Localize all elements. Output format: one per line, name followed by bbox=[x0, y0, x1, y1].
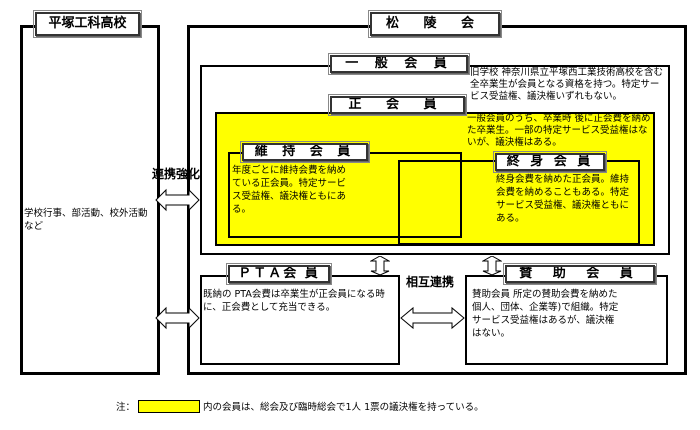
school-text: 学校行事、部活動、校外活動など bbox=[24, 208, 148, 232]
supporting-member-text: 賛助会員 所定の賛助会費を納めた個人、団体、企業等)で組織。特定サービス受益権は… bbox=[472, 289, 619, 339]
maintenance-member-box bbox=[228, 152, 462, 238]
note-yellow-swatch bbox=[138, 400, 200, 413]
regular-member-label: 正 会 員 bbox=[328, 94, 467, 116]
maintenance-member-text: 年度ごとに維持会費を納めている正会員。特定サービス受益権、議決権ともにある。 bbox=[232, 165, 347, 215]
pta-label: ＰＴＡ会 員 bbox=[226, 263, 332, 285]
regular-member-text: 一般会員のうち、卒業時 後に正会費を納めた卒業生。一部の特定サービス受益権はない… bbox=[467, 113, 651, 148]
pta-text: 既納の PTA会費は卒業生が正会員になる時に、正会費として充当できる。 bbox=[203, 289, 385, 313]
school-box bbox=[20, 25, 160, 375]
vertical-arrow-icon bbox=[370, 256, 390, 276]
general-member-text: 旧学校 神奈川県立平塚西工業技術高校を含む全卒業生が会員となる資格を持つ。特定サ… bbox=[470, 67, 664, 102]
general-member-label: 一 般 会 員 bbox=[328, 53, 470, 75]
double-arrow-icon bbox=[155, 306, 200, 330]
note-text: 内の会員は、総会及び臨時総会で1人 1票の議決権を持っている。 bbox=[203, 402, 484, 413]
maintenance-member-label: 維 持 会 員 bbox=[240, 141, 370, 163]
lifetime-member-label: 終 身 会 員 bbox=[493, 151, 607, 173]
note-prefix: 注： bbox=[116, 402, 136, 413]
school-title: 平塚工科高校 bbox=[33, 10, 142, 38]
association-title: 松 陵 会 bbox=[368, 10, 502, 38]
double-arrow-icon bbox=[155, 188, 200, 212]
supporting-member-label: 賛 助 会 員 bbox=[503, 263, 657, 285]
double-arrow-icon bbox=[400, 306, 465, 330]
mutual-link-label: 相互連携 bbox=[406, 275, 455, 289]
strengthen-link-label: 連携強化 bbox=[152, 167, 201, 181]
lifetime-member-text: 終身会費を納めた正会員。維持会費を納めることもある。特定サービス受益権、議決権と… bbox=[496, 174, 630, 224]
vertical-arrow-icon bbox=[482, 256, 502, 276]
